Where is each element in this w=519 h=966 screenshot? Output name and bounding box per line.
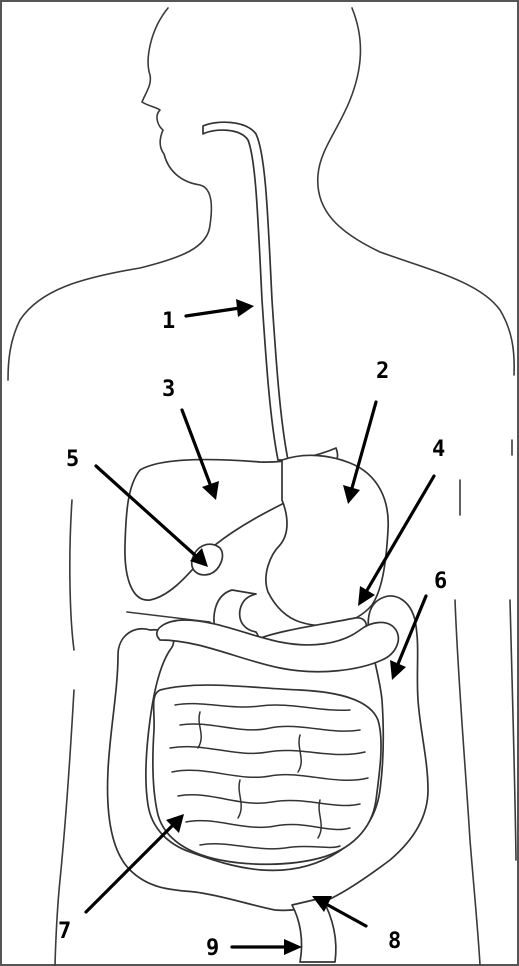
label-3: 3 bbox=[162, 377, 175, 402]
esophagus bbox=[203, 122, 288, 460]
label-2: 2 bbox=[376, 359, 389, 384]
label-9: 9 bbox=[206, 936, 219, 961]
label-8: 8 bbox=[388, 929, 401, 954]
label-4: 4 bbox=[432, 437, 445, 462]
arrow-9 bbox=[232, 939, 302, 955]
label-7: 7 bbox=[58, 919, 71, 944]
label-1: 1 bbox=[162, 309, 175, 334]
appendix-line bbox=[127, 612, 210, 622]
label-6: 6 bbox=[434, 569, 447, 594]
arrow-1 bbox=[186, 299, 254, 317]
label-5: 5 bbox=[66, 447, 79, 472]
stomach bbox=[266, 455, 388, 625]
small-intestine bbox=[153, 685, 381, 864]
